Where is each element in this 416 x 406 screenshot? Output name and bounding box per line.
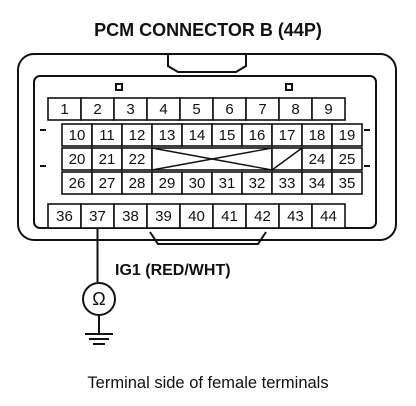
notch-right bbox=[285, 83, 293, 91]
terminal-41-label: 41 bbox=[221, 208, 238, 225]
terminal-14-label: 14 bbox=[189, 127, 206, 144]
terminal-39-label: 39 bbox=[155, 208, 172, 225]
terminal-24-label: 24 bbox=[309, 151, 326, 168]
terminal-6-label: 6 bbox=[225, 101, 233, 118]
ground-icon bbox=[85, 315, 113, 345]
terminal-21-label: 21 bbox=[99, 151, 116, 168]
terminal-33-label: 33 bbox=[279, 175, 296, 192]
terminal-35-label: 35 bbox=[339, 175, 356, 192]
terminal-3-label: 3 bbox=[126, 101, 134, 118]
terminal-5-label: 5 bbox=[192, 101, 200, 118]
terminal-19-cell bbox=[331, 123, 363, 147]
terminal-22-label: 22 bbox=[129, 151, 146, 168]
terminal-43-cell bbox=[278, 203, 313, 229]
terminal-36-label: 36 bbox=[56, 208, 73, 225]
terminal-42-cell bbox=[245, 203, 280, 229]
terminal-8-label: 8 bbox=[291, 101, 299, 118]
terminal-9-cell bbox=[311, 97, 346, 121]
terminal-19-label: 19 bbox=[339, 127, 356, 144]
terminal-9-label: 9 bbox=[324, 101, 332, 118]
terminal-35-cell bbox=[331, 171, 363, 195]
terminal-36-cell bbox=[47, 203, 82, 229]
terminal-12-label: 12 bbox=[129, 127, 146, 144]
terminal-30-label: 30 bbox=[189, 175, 206, 192]
terminal-27-label: 27 bbox=[99, 175, 116, 192]
terminal-39-cell bbox=[146, 203, 181, 229]
terminal-32-label: 32 bbox=[249, 175, 266, 192]
terminal-15-label: 15 bbox=[219, 127, 236, 144]
wire-label: IG1 (RED/WHT) bbox=[115, 262, 231, 279]
terminal-4-label: 4 bbox=[159, 101, 167, 118]
terminal-28-label: 28 bbox=[129, 175, 146, 192]
latch-tab bbox=[167, 54, 247, 73]
terminal-10-label: 10 bbox=[69, 127, 86, 144]
terminal-25-label: 25 bbox=[339, 151, 356, 168]
terminal-31-label: 31 bbox=[219, 175, 236, 192]
terminal-44-cell bbox=[311, 203, 346, 229]
diagram-title: PCM CONNECTOR B (44P) bbox=[94, 20, 322, 40]
ohmmeter-icon: Ω bbox=[82, 282, 116, 316]
terminal-34-label: 34 bbox=[309, 175, 326, 192]
diagram-caption: Terminal side of female terminals bbox=[87, 374, 328, 392]
terminal-16-label: 16 bbox=[249, 127, 266, 144]
notch-left bbox=[115, 83, 123, 91]
terminal-25-cell bbox=[331, 147, 363, 171]
terminal-7-label: 7 bbox=[258, 101, 266, 118]
terminal-18-label: 18 bbox=[309, 127, 326, 144]
terminal-20-label: 20 bbox=[69, 151, 86, 168]
terminal-17-label: 17 bbox=[279, 127, 296, 144]
terminal-1-label: 1 bbox=[60, 101, 68, 118]
terminal-40-label: 40 bbox=[188, 208, 205, 225]
terminal-38-cell bbox=[113, 203, 148, 229]
ohm-symbol: Ω bbox=[92, 289, 105, 309]
terminal-11-label: 11 bbox=[99, 127, 115, 144]
terminal-43-label: 43 bbox=[287, 208, 304, 225]
keying-slot bbox=[149, 231, 267, 245]
terminal-44-label: 44 bbox=[320, 208, 337, 225]
terminal-29-label: 29 bbox=[159, 175, 176, 192]
blank-slot-diagonal bbox=[271, 147, 303, 171]
blank-cross-b bbox=[151, 147, 273, 171]
terminal-37-label: 37 bbox=[89, 208, 106, 225]
terminal-42-label: 42 bbox=[254, 208, 271, 225]
terminal-38-label: 38 bbox=[122, 208, 139, 225]
outer-shell bbox=[17, 53, 397, 241]
terminal-13-label: 13 bbox=[159, 127, 176, 144]
terminal-2-label: 2 bbox=[93, 101, 101, 118]
terminal-26-label: 26 bbox=[69, 175, 86, 192]
